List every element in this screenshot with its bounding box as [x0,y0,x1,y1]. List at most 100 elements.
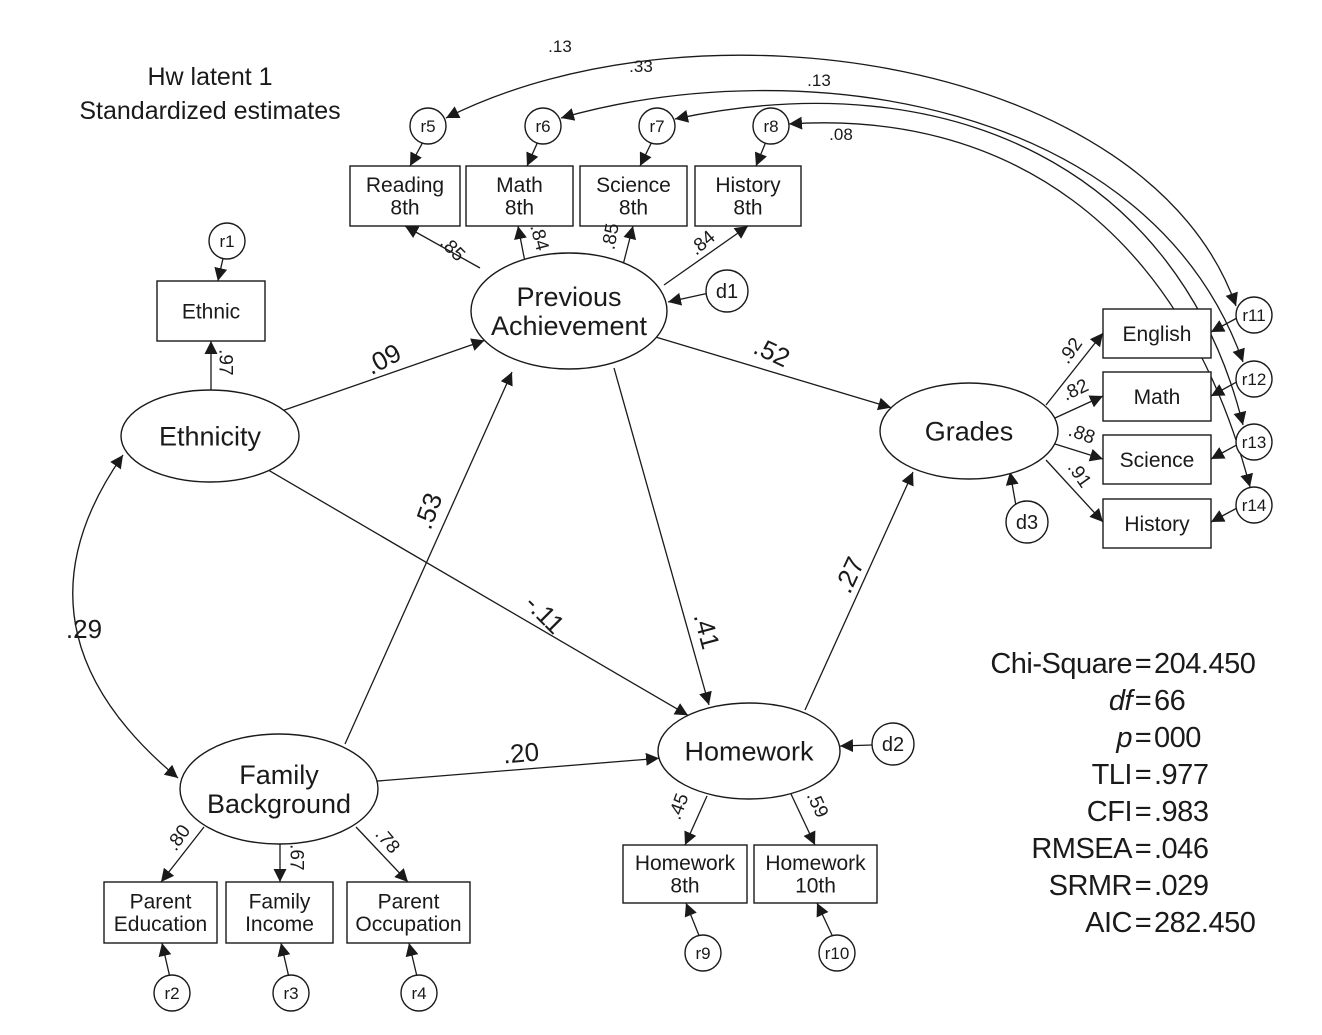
error-label: r6 [535,117,550,136]
indicator-label: 8th [505,197,534,220]
indicator-history: History [1102,498,1212,549]
error-term-r11: r11 [1235,296,1273,334]
coef-family-homework: .20 [502,736,541,769]
indicator-box [1102,371,1212,422]
indicator-label: Education [114,913,207,936]
error-label: r10 [825,944,850,963]
fit-label: RMSEA [1031,833,1132,865]
fit-row-srmr: SRMR=.029 [940,868,1270,905]
error-r3-arrow [277,942,291,976]
error-label: d2 [882,734,904,756]
fit-value: 000 [1154,722,1201,754]
error-circle [272,974,310,1012]
loading-value-english: .92 [1055,334,1087,368]
equals-sign: = [1134,722,1152,754]
latent-ethnicity: Ethnicity [120,389,300,483]
error-circle [524,107,562,145]
error-term-r6: r6 [524,107,562,145]
indicator-label: Homework [765,852,866,875]
loading-value-homework-10th: .59 [802,788,832,821]
indicator-box [225,881,334,944]
path-homework-to-grades [804,471,914,711]
fit-value: 66 [1154,685,1186,717]
latent-label: Background [207,789,351,819]
loading-value-history: .91 [1063,458,1095,492]
error-circle [1005,500,1049,544]
error-label: r13 [1242,433,1267,452]
error-label: d1 [716,281,738,303]
covariance-r8-r14 [788,116,1253,488]
indicator-box [1102,498,1212,549]
error-term-r8: r8 [752,107,790,145]
equals-sign: = [1134,833,1152,865]
loading-value-family-income: .67 [285,844,306,870]
error-label: r12 [1242,370,1267,389]
loading-parent-occupation [355,826,409,883]
error-r14-arrow [1210,507,1237,523]
indicator-box [103,881,218,944]
fit-label: AIC [1085,907,1132,939]
cov-value-r6-r12: .33 [629,57,653,76]
error-circle [818,934,856,972]
latent-label: Previous [516,282,621,312]
fit-row-rmsea: RMSEA=.046 [940,831,1270,868]
indicator-math: Math [1102,371,1212,422]
fit-label: df [1108,685,1133,717]
loading-homework-8th [684,795,708,846]
covariance-ethnicity-family [72,454,179,779]
error-r5-arrow [409,142,423,167]
error-term-d2: d2 [871,722,915,766]
indicator-box [694,165,802,227]
coef-homework-grades: .27 [828,552,870,597]
fit-row-cfi: CFI=.983 [940,794,1270,831]
path-family-to-previous-achievement [344,371,513,745]
fit-value: .977 [1154,759,1209,791]
indicator-box [1102,308,1212,359]
indicator-label: 8th [670,875,699,898]
latent-homework: Homework [657,702,841,800]
fit-value: .046 [1154,833,1209,865]
path-ethnicity-to-homework [268,469,689,716]
indicator-label: Science [1120,449,1195,472]
error-circle [153,974,191,1012]
indicator-box [465,165,574,227]
error-circle [1235,423,1273,461]
coef-prev-homework: .41 [688,610,726,653]
error-circle [752,107,790,145]
error-circle [1235,486,1273,524]
error-label: r9 [695,944,710,963]
indicator-label: Math [1134,386,1181,409]
cov-value-r7-r13: .13 [807,71,831,90]
error-r7-arrow [639,142,652,167]
indicator-label: 8th [619,197,648,220]
estimate-type: Standardized estimates [79,97,341,125]
indicator-english: English [1102,308,1212,359]
indicator-box [753,844,878,904]
error-r13-arrow [1210,444,1237,460]
error-circle [400,974,438,1012]
error-label: r14 [1242,496,1267,515]
error-label: r4 [411,984,426,1003]
error-circle [638,107,676,145]
indicator-label: English [1123,323,1192,346]
loading-science-8th [622,225,637,266]
latent-ellipse [470,252,668,370]
indicator-label: Parent [378,891,440,914]
error-circle [208,222,246,260]
error-r11-arrow [1210,317,1237,333]
error-term-r1: r1 [208,222,246,260]
latent-label: Homework [684,736,814,766]
error-term-r3: r3 [272,974,310,1012]
fit-value: 204.450 [1154,648,1256,680]
indicator-label: Science [596,174,671,197]
error-term-r5: r5 [409,107,447,145]
latent-ellipse [657,702,841,800]
